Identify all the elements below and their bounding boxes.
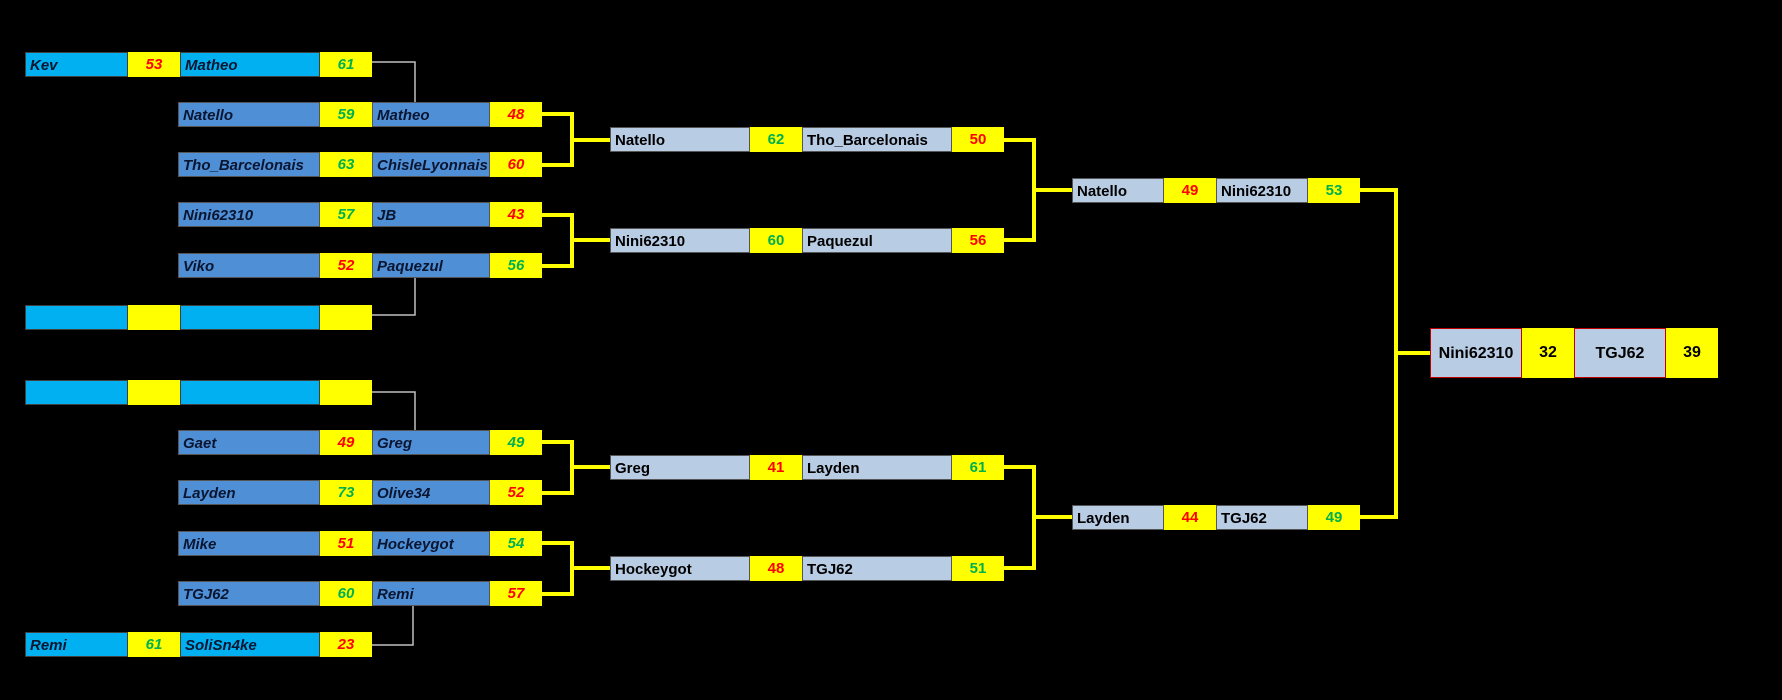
- round1-player-a: Gaet: [178, 430, 320, 455]
- bracket-connector: [542, 112, 574, 167]
- round1-player-a: Mike: [178, 531, 320, 556]
- qualifiers-score-a: [128, 380, 180, 405]
- round1-player-b: Remi: [372, 581, 490, 606]
- qualifiers-player-a: Remi: [25, 632, 128, 657]
- round1-score-a: 73: [320, 480, 372, 505]
- final-player-b: TGJ62: [1574, 328, 1666, 378]
- qualifiers-player-b: [180, 305, 320, 330]
- round1-score-a: 51: [320, 531, 372, 556]
- round1-player-b: Matheo: [372, 102, 490, 127]
- bracket-connector: [1360, 188, 1398, 519]
- round1-score-b: 43: [490, 202, 542, 227]
- round1-player-a: TGJ62: [178, 581, 320, 606]
- round1-score-a: 52: [320, 253, 372, 278]
- round1-score-a: 59: [320, 102, 372, 127]
- round1-player-b: Olive34: [372, 480, 490, 505]
- round1-score-b: 48: [490, 102, 542, 127]
- qualifier-connector: [372, 391, 416, 430]
- qualifiers-score-a: [128, 305, 180, 330]
- round2-player-a: Nini62310: [610, 228, 750, 253]
- semis-score-b: 49: [1308, 505, 1360, 530]
- round1-player-b: JB: [372, 202, 490, 227]
- qualifier-connector: [372, 278, 416, 316]
- final-score-b: 39: [1666, 328, 1718, 378]
- round1-player-a: Tho_Barcelonais: [178, 152, 320, 177]
- round2-score-a: 60: [750, 228, 802, 253]
- semis-player-a: Natello: [1072, 178, 1164, 203]
- round1-score-b: 57: [490, 581, 542, 606]
- semis-player-b: Nini62310: [1216, 178, 1308, 203]
- round2-score-a: 41: [750, 455, 802, 480]
- qualifier-connector: [372, 606, 414, 646]
- round1-player-b: Hockeygot: [372, 531, 490, 556]
- qualifiers-score-a: 53: [128, 52, 180, 77]
- round1-player-b: ChisleLyonnais: [372, 152, 490, 177]
- round1-score-b: 52: [490, 480, 542, 505]
- semis-score-a: 44: [1164, 505, 1216, 530]
- round1-score-b: 49: [490, 430, 542, 455]
- round2-player-b: Layden: [802, 455, 952, 480]
- round2-player-a: Hockeygot: [610, 556, 750, 581]
- round1-score-b: 54: [490, 531, 542, 556]
- semis-player-b: TGJ62: [1216, 505, 1308, 530]
- round1-score-a: 49: [320, 430, 372, 455]
- round1-player-a: Natello: [178, 102, 320, 127]
- bracket-connector: [1004, 138, 1036, 242]
- round1-score-a: 60: [320, 581, 372, 606]
- round2-player-a: Greg: [610, 455, 750, 480]
- bracket-connector: [542, 541, 574, 596]
- round1-player-b: Paquezul: [372, 253, 490, 278]
- qualifiers-score-a: 61: [128, 632, 180, 657]
- round1-player-a: Viko: [178, 253, 320, 278]
- qualifiers-score-b: [320, 305, 372, 330]
- qualifiers-score-b: 61: [320, 52, 372, 77]
- qualifier-connector: [372, 61, 416, 102]
- semis-score-a: 49: [1164, 178, 1216, 203]
- round2-player-b: Tho_Barcelonais: [802, 127, 952, 152]
- round2-score-a: 48: [750, 556, 802, 581]
- round2-score-b: 61: [952, 455, 1004, 480]
- final-score-a: 32: [1522, 328, 1574, 378]
- semis-score-b: 53: [1308, 178, 1360, 203]
- qualifiers-player-b: [180, 380, 320, 405]
- qualifiers-score-b: 23: [320, 632, 372, 657]
- round2-player-b: TGJ62: [802, 556, 952, 581]
- round2-player-a: Natello: [610, 127, 750, 152]
- round1-player-a: Nini62310: [178, 202, 320, 227]
- round2-score-b: 51: [952, 556, 1004, 581]
- final-player-a: Nini62310: [1430, 328, 1522, 378]
- bracket-connector: [542, 440, 574, 495]
- qualifiers-player-a: Kev: [25, 52, 128, 77]
- round2-player-b: Paquezul: [802, 228, 952, 253]
- bracket-connector: [542, 213, 574, 268]
- round2-score-b: 50: [952, 127, 1004, 152]
- qualifiers-player-b: Matheo: [180, 52, 320, 77]
- semis-player-a: Layden: [1072, 505, 1164, 530]
- round1-player-b: Greg: [372, 430, 490, 455]
- qualifiers-player-a: [25, 380, 128, 405]
- round1-score-b: 56: [490, 253, 542, 278]
- qualifiers-player-b: SoliSn4ke: [180, 632, 320, 657]
- round1-score-a: 63: [320, 152, 372, 177]
- round1-player-a: Layden: [178, 480, 320, 505]
- bracket-connector: [1004, 465, 1036, 570]
- round2-score-b: 56: [952, 228, 1004, 253]
- qualifiers-score-b: [320, 380, 372, 405]
- qualifiers-player-a: [25, 305, 128, 330]
- round1-score-a: 57: [320, 202, 372, 227]
- round1-score-b: 60: [490, 152, 542, 177]
- round2-score-a: 62: [750, 127, 802, 152]
